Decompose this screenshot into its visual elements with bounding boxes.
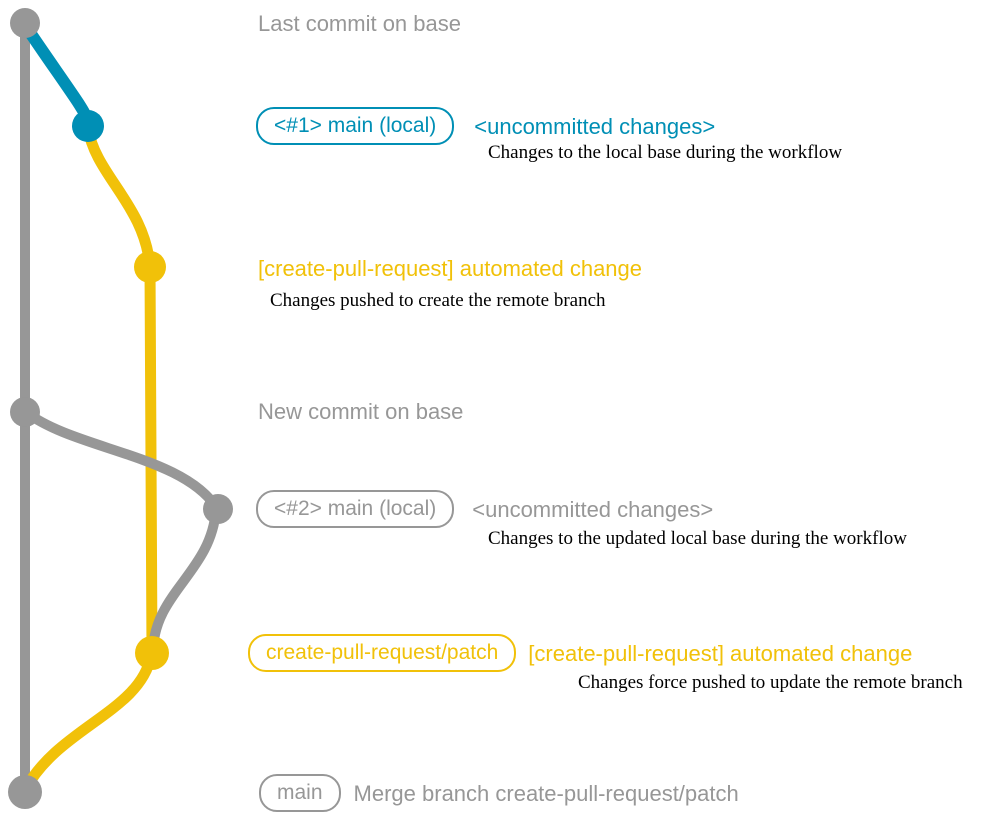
git-graph: [8, 8, 233, 809]
commit-message-remote-1: [create-pull-request] automated change: [258, 256, 643, 281]
row-local-2: <#2> main (local) <uncommitted changes>: [256, 490, 713, 528]
branch-badge-main-local-1: <#1> main (local): [256, 107, 455, 145]
branch-line-local-2b: [148, 505, 221, 655]
branch-badge-create-pull-request-patch: create-pull-request/patch: [248, 634, 517, 672]
commit-node-local-2: [203, 494, 233, 524]
annotation-remote-1: Changes pushed to create the remote bran…: [270, 290, 606, 311]
row-remote-1: [create-pull-request] automated change: [258, 256, 642, 281]
commit-message-remote-2: [create-pull-request] automated change: [528, 640, 913, 666]
commit-node-local-1: [72, 110, 104, 142]
branch-line-remote-merge: [19, 650, 157, 796]
commit-message-new-base: New commit on base: [258, 399, 464, 424]
row-remote-2: create-pull-request/patch [create-pull-r…: [248, 634, 912, 672]
commit-node-merge: [8, 775, 42, 809]
row-last-commit: Last commit on base: [258, 11, 461, 36]
annotation-remote-2: Changes force pushed to update the remot…: [578, 672, 963, 693]
row-local-1: <#1> main (local) <uncommitted changes>: [256, 107, 715, 145]
branch-line-local-1: [21, 22, 94, 132]
branch-line-remote-create: [82, 122, 156, 273]
commit-node-new-base: [10, 397, 40, 427]
branch-line-local-2a: [21, 407, 223, 515]
commit-message-local-2: <uncommitted changes>: [472, 496, 714, 522]
row-merge: main Merge branch create-pull-request/pa…: [259, 774, 739, 812]
branch-badge-main-local-2: <#2> main (local): [256, 490, 455, 528]
commit-message-last-base: Last commit on base: [258, 11, 461, 36]
commit-message-local-1: <uncommitted changes>: [474, 113, 716, 139]
commit-message-merge: Merge branch create-pull-request/patch: [353, 780, 739, 806]
commit-node-remote-2: [135, 636, 169, 670]
row-new-commit: New commit on base: [258, 399, 463, 424]
commit-node-last-base: [10, 8, 40, 38]
commit-node-remote-1: [134, 251, 166, 283]
annotation-local-1: Changes to the local base during the wor…: [488, 142, 843, 163]
branch-badge-main: main: [259, 774, 341, 812]
annotation-local-2: Changes to the updated local base during…: [488, 528, 907, 549]
